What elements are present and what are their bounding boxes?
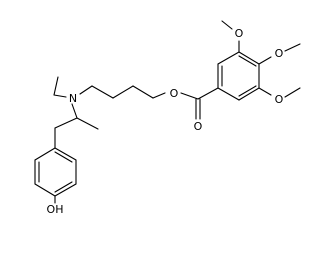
bond-carbonyl-ring	[197, 87, 219, 100]
bond-ch-ch2	[54, 117, 78, 129]
atom-label-ester-oxygen: O	[170, 87, 179, 100]
bond-methoxy-middle-ch3	[284, 43, 301, 52]
bond-n-ch	[71, 103, 78, 119]
bond-n-chain1	[79, 85, 93, 95]
ring1-bond-6	[34, 147, 56, 161]
bond-methoxy-top-ch3	[221, 20, 233, 30]
bond-ethyl-ch3-ch2	[53, 76, 59, 96]
ring2-bond-3-inner	[238, 55, 257, 67]
bond-ester-o-carbonyl	[180, 92, 199, 100]
ring2-bond-3	[238, 51, 260, 65]
atom-label-methoxy-middle-oxygen: O	[275, 47, 284, 60]
atom-label-nitrogen: N	[69, 92, 77, 105]
ring1-bond-3-inner	[54, 181, 73, 193]
bond-ch-methyl	[76, 117, 99, 130]
atom-label-methoxy-lower-oxygen: O	[275, 93, 284, 106]
atom-label-carbonyl-oxygen: O	[194, 120, 203, 133]
bond-chain3-chain4	[132, 85, 154, 99]
ring2-bond-2	[217, 51, 240, 65]
bond-ring-methoxy-lower	[258, 87, 272, 96]
atom-label-methoxy-top-oxygen: O	[235, 27, 244, 40]
bond-chain4-chain5	[152, 92, 166, 99]
ring1-bond-1	[54, 147, 77, 161]
ring2-bond-6	[217, 87, 240, 101]
ring1-bond-3	[54, 183, 77, 197]
ring2-bond-5	[238, 87, 260, 101]
bond-ring-methoxy-middle	[258, 56, 272, 65]
bond-chain2-chain3	[112, 85, 134, 99]
ring1-bond-1-inner	[54, 151, 73, 163]
atom-label-hydroxyl: OH	[47, 203, 64, 216]
ring2-bond-5-inner	[238, 85, 257, 97]
bond-methoxy-lower-ch3	[284, 87, 301, 98]
bond-ethyl-ch2-n	[53, 94, 67, 98]
ring1-bond-4	[34, 183, 56, 197]
bond-chain1-chain2	[91, 85, 114, 99]
